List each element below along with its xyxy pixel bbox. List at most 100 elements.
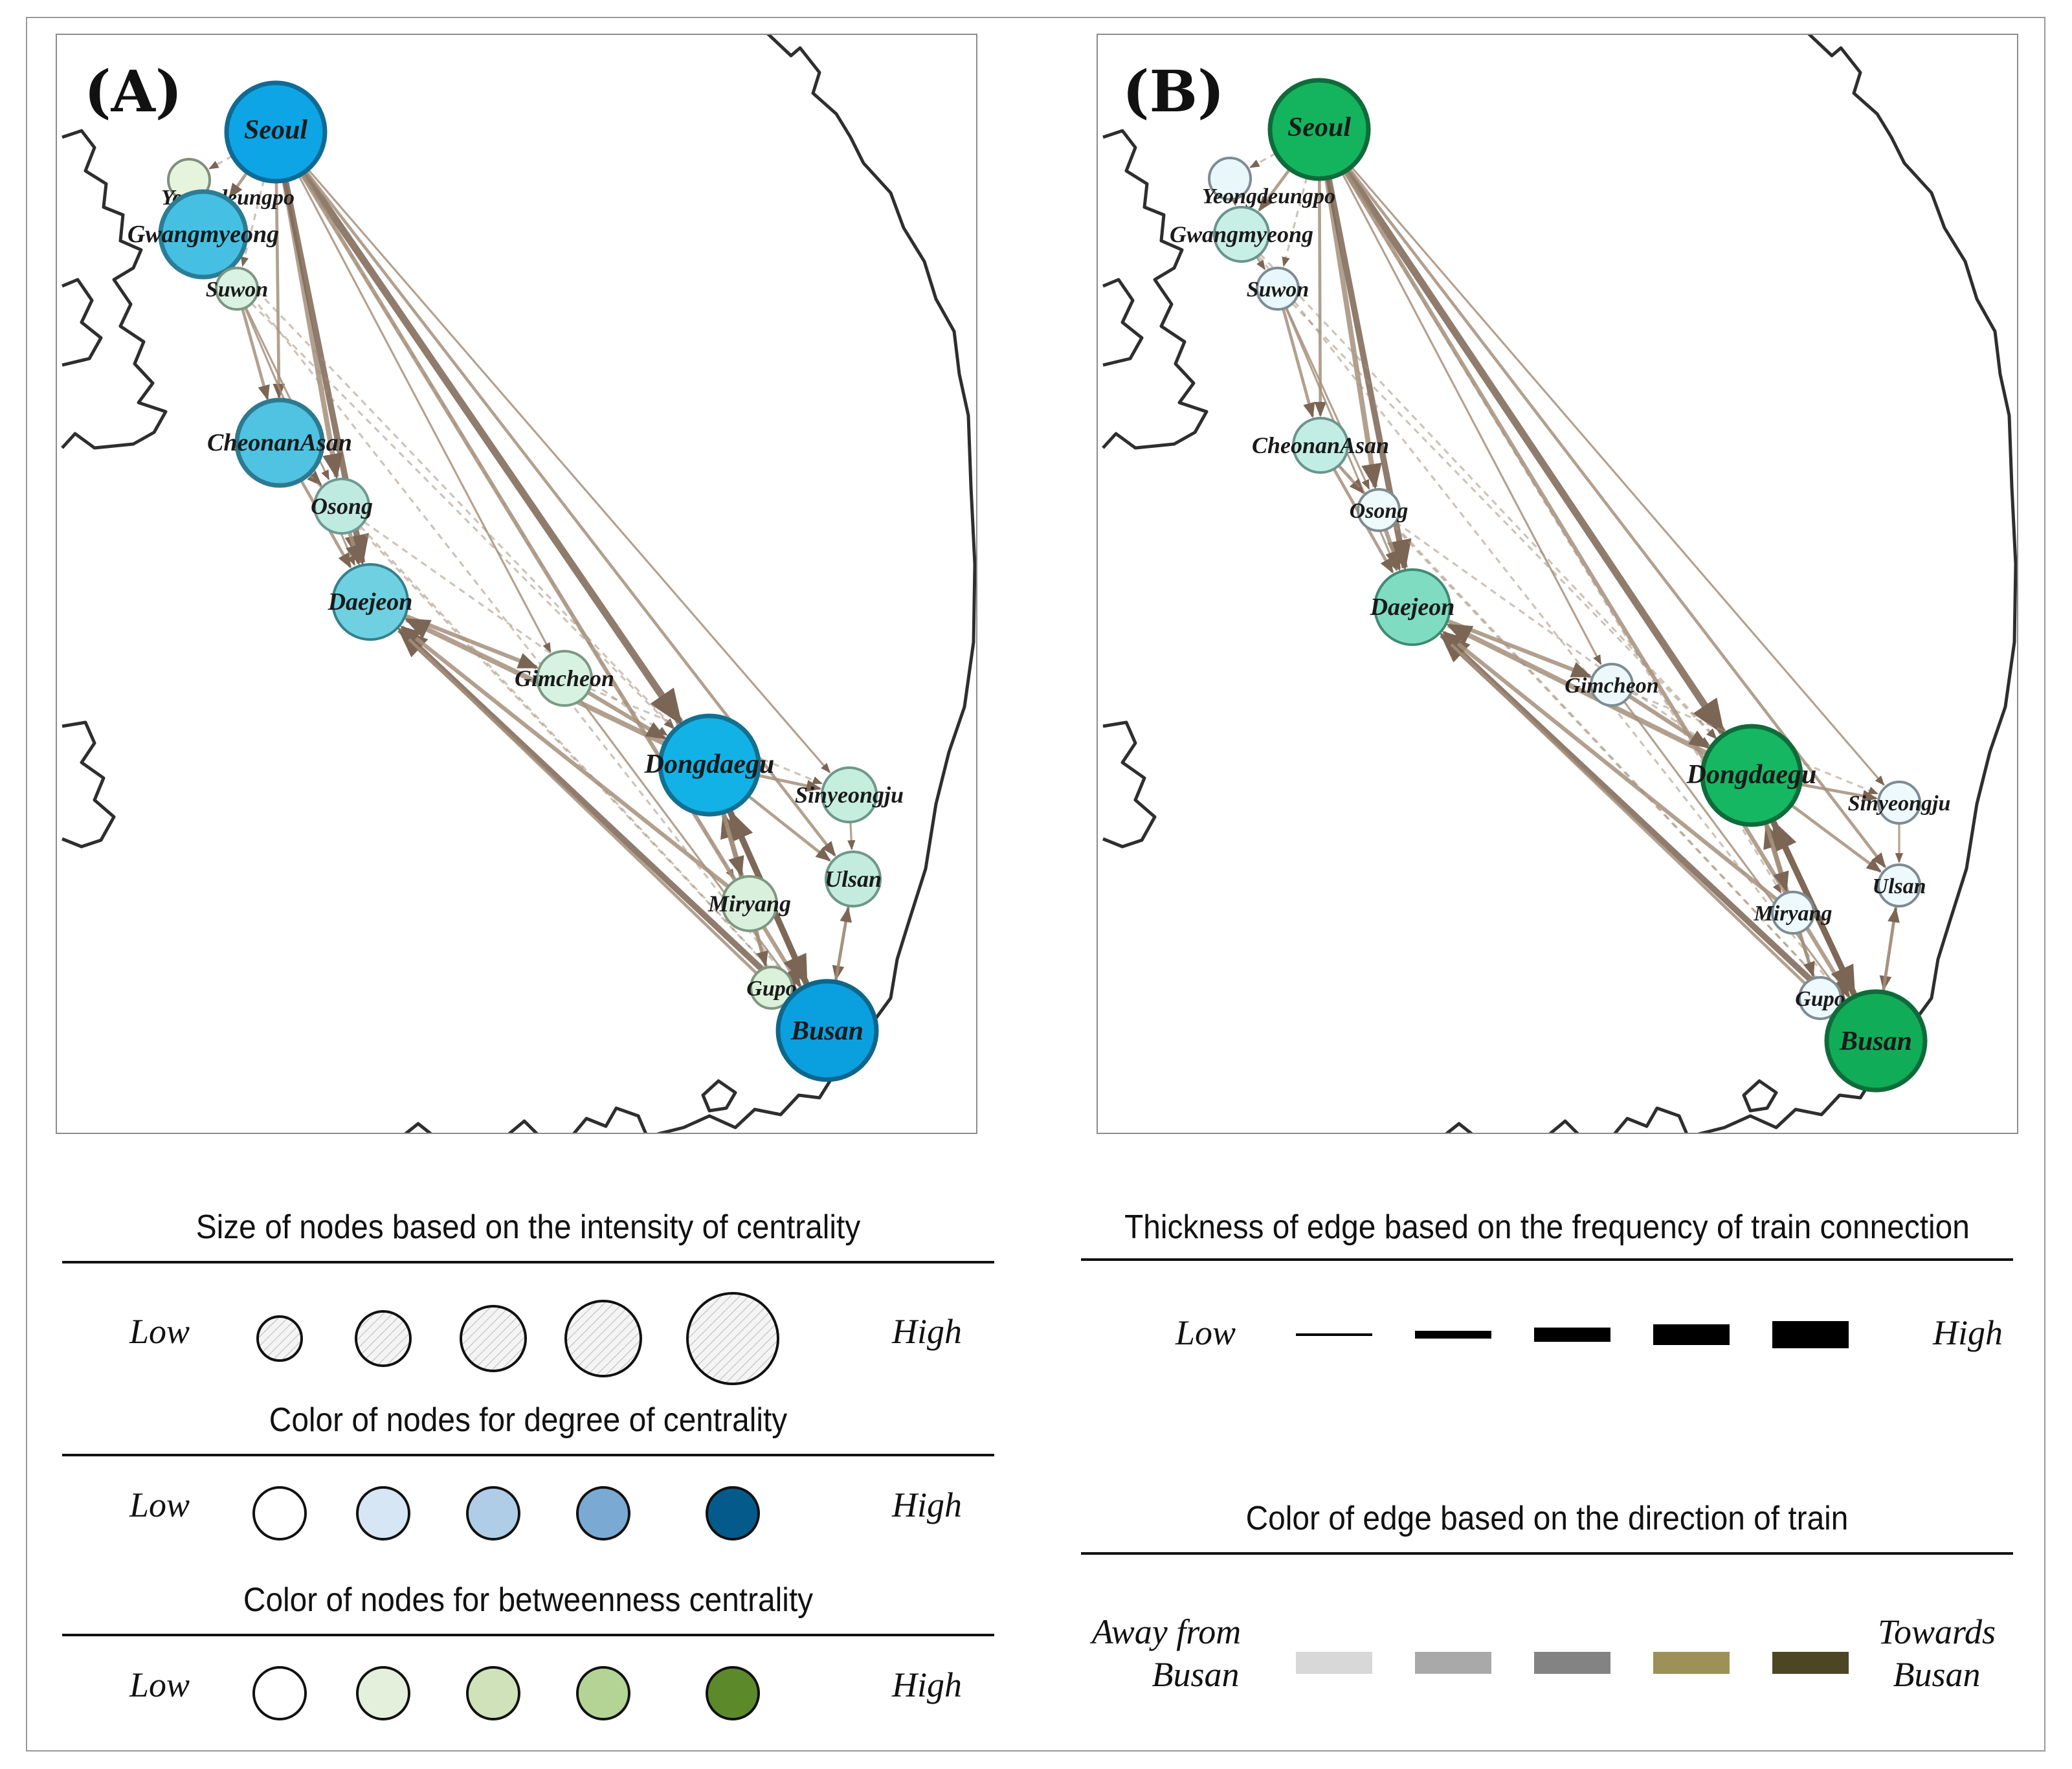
- edge-seoul-to-yeongdeungpo: [208, 155, 234, 170]
- edge-dongdaegu-to-miryang: [1763, 821, 1789, 893]
- coastline-segment-4: [572, 1106, 648, 1134]
- node-label-daejeon: Daejeon: [328, 588, 413, 616]
- legend-direction-title: Color of edge based on the direction of …: [1245, 1500, 1849, 1537]
- coastline-segment-7: [701, 1079, 737, 1113]
- node-circle-sinyeongju: [1877, 781, 1921, 825]
- node-sinyeongju: Sinyeongju: [795, 766, 904, 823]
- node-miryang: Miryang: [1754, 891, 1832, 935]
- coastline-segment-2: [61, 720, 116, 849]
- coastline-segment-7: [1742, 1079, 1778, 1113]
- edge-seoul-to-suwon: [1282, 177, 1308, 267]
- legend-size-circle-3: [460, 1305, 527, 1372]
- coastline-segment-6: [1445, 1122, 1473, 1134]
- panel-b-border: [1097, 34, 2018, 1134]
- node-label-miryang: Miryang: [1754, 902, 1832, 926]
- edge-osong-to-dongdaegu: [1395, 521, 1711, 746]
- node-circle-suwon: [215, 267, 259, 311]
- node-label-busan: Busan: [790, 1016, 863, 1046]
- coastline-segment-1: [61, 278, 103, 367]
- edge-sinyeongju-to-ulsan: [847, 821, 856, 851]
- legend-degree-high: High: [892, 1485, 962, 1524]
- legend-betweenness-low: Low: [129, 1665, 190, 1704]
- node-gwangmyeong: Gwangmyeong: [128, 189, 279, 280]
- node-circle-busan: [775, 979, 879, 1082]
- legend-thickness-bar-2: [1415, 1331, 1491, 1339]
- node-dongdaegu: Dongdaegu: [644, 713, 775, 817]
- node-circle-miryang: [1771, 891, 1815, 935]
- node-gimcheon: Gimcheon: [1565, 663, 1659, 707]
- node-label-ulsan: Ulsan: [825, 866, 882, 892]
- legend-thickness-bar-1: [1296, 1333, 1372, 1336]
- edge-seoul-to-gimcheon: [1341, 172, 1602, 665]
- edge-osong-to-busan: [1392, 524, 1842, 1004]
- panel-b-label: (B): [1122, 58, 1225, 125]
- legend-thickness-bar-5: [1772, 1321, 1849, 1348]
- edge-suwon-to-dongdaegu: [1291, 302, 1717, 739]
- legend-direction-swatches: [1296, 1652, 1849, 1674]
- node-label-osong: Osong: [1350, 499, 1409, 523]
- edge-daejeon-to-gimcheon: [1446, 619, 1592, 678]
- legend-degree-swatch-1: [252, 1486, 307, 1541]
- node-label-osong: Osong: [311, 493, 373, 519]
- node-busan: Busan: [775, 979, 879, 1082]
- legend-direction-bar-2: [1415, 1652, 1491, 1674]
- edge-seoul-to-cheonanasan: [1314, 178, 1327, 417]
- coastline-segment-1: [1102, 278, 1144, 367]
- legend-degree-swatch-5: [706, 1486, 760, 1541]
- node-circle-ulsan: [825, 851, 882, 907]
- coastline-segment-5: [507, 1119, 539, 1134]
- edge-dongdaegu-to-sinyeongju: [1799, 783, 1878, 802]
- panel-a-network-map: SeoulYeongdeungpoGwangmyeongSuwonCheonan…: [56, 34, 977, 1134]
- legend-size-high: High: [892, 1312, 962, 1351]
- coastline-map: [1102, 34, 2018, 1134]
- nodes-layer: SeoulYeongdeungpoGwangmyeongSuwonCheonan…: [1170, 78, 1950, 1093]
- node-label-dongdaegu: Dongdaegu: [644, 750, 775, 779]
- legend-degree-swatch-3: [466, 1486, 520, 1541]
- figure-frame: SeoulYeongdeungpoGwangmyeongSuwonCheonan…: [26, 17, 2045, 1752]
- node-circle-sinyeongju: [821, 766, 878, 823]
- node-circle-yeongdeungpo: [1208, 157, 1252, 201]
- edge-seoul-to-gwangmyeong: [1258, 168, 1291, 212]
- legend-direction-high-line2: Busan: [1893, 1655, 1981, 1694]
- node-gimcheon: Gimcheon: [515, 650, 614, 707]
- legend-direction-low-line2: Busan: [1152, 1655, 1240, 1694]
- node-osong: Osong: [1350, 488, 1409, 532]
- node-daejeon: Daejeon: [328, 563, 413, 641]
- legend-thickness-bar-3: [1534, 1328, 1610, 1342]
- edge-seoul-to-cheonanasan: [273, 181, 285, 399]
- edges-layer: [190, 155, 856, 1012]
- node-label-yeongdeungpo: Yeongdeungpo: [1202, 184, 1335, 208]
- panel-a-label: (A): [84, 58, 183, 125]
- edge-gwangmyeong-to-busan: [228, 267, 796, 991]
- node-seoul: Seoul: [224, 80, 328, 184]
- edge-seoul-to-suwon: [241, 179, 265, 267]
- edge-seoul-to-busan: [1342, 170, 1851, 999]
- legend-size-circle-5: [686, 1292, 779, 1385]
- edge-gimcheon-to-dongdaegu: [586, 690, 667, 740]
- edge-suwon-to-cheonanasan: [1282, 308, 1315, 418]
- edge-gwangmyeong-to-busan: [1257, 255, 1845, 1001]
- legend-betweenness-swatch-4: [576, 1666, 630, 1720]
- panel-a-border: [56, 34, 977, 1134]
- node-circle-seoul: [1267, 78, 1371, 181]
- node-daejeon: Daejeon: [1370, 568, 1454, 646]
- legend-direction-bar-5: [1772, 1652, 1849, 1674]
- legend-degree-swatch-4: [576, 1486, 630, 1541]
- coastline-segment-6: [404, 1122, 432, 1134]
- edge-osong-to-dongdaegu: [363, 520, 668, 737]
- edge-seoul-to-sinyeongju: [307, 168, 831, 773]
- edge-dongdaegu-to-sinyeongju: [757, 773, 822, 792]
- legend-betweenness-swatch-2: [356, 1666, 410, 1720]
- node-circle-dongdaegu: [1700, 724, 1803, 827]
- legend-direction-low-line1: Away from: [1091, 1612, 1242, 1651]
- edge-cheonanasan-to-busan: [1338, 464, 1842, 1004]
- legend-degree-rule: [62, 1454, 994, 1456]
- node-circle-daejeon: [331, 563, 409, 641]
- node-label-busan: Busan: [1839, 1027, 1912, 1056]
- coastline-segment-4: [1613, 1106, 1689, 1134]
- legend-betweenness-title: Color of nodes for betweenness centralit…: [243, 1581, 814, 1619]
- node-label-sinyeongju: Sinyeongju: [795, 782, 904, 808]
- legend-size-rule: [62, 1261, 994, 1263]
- edge-busan-to-ulsan: [1881, 907, 1900, 993]
- legend-thickness-bar-4: [1653, 1324, 1730, 1345]
